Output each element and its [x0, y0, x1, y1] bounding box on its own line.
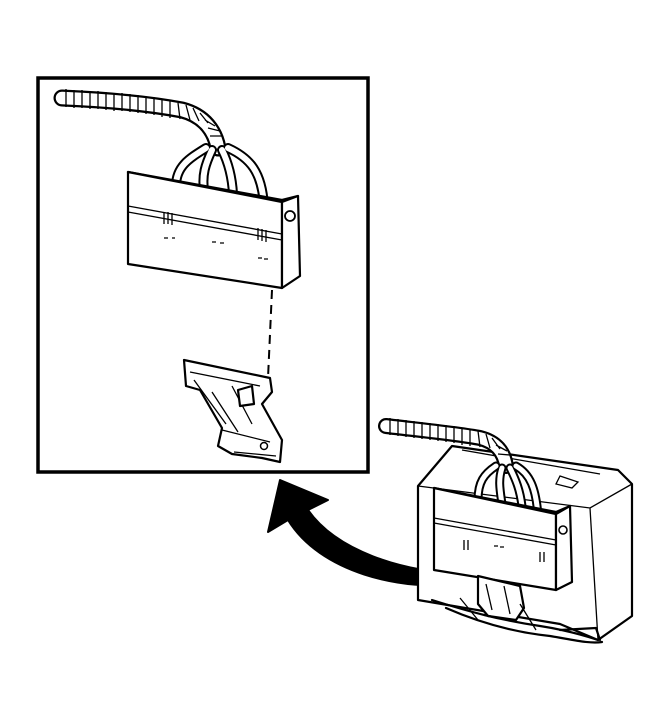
wire-conduit	[378, 418, 514, 474]
detail-inset	[36, 76, 370, 474]
wire-conduit	[53, 89, 227, 157]
wiring-harness-connector	[126, 170, 302, 290]
wire-bundle	[171, 143, 269, 211]
mounting-bracket	[182, 358, 284, 464]
installed-view	[378, 418, 634, 644]
mounting-bracket	[476, 574, 526, 622]
base-plate	[430, 597, 604, 644]
wiring-harness-connector	[432, 486, 574, 592]
